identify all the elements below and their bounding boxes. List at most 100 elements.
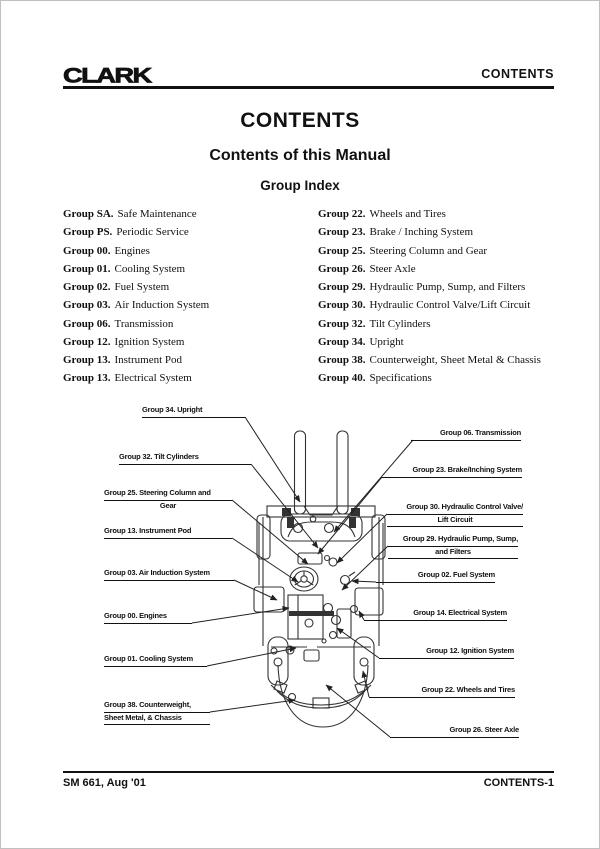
group-title: Wheels and Tires xyxy=(369,208,446,220)
group-title: Safe Maintenance xyxy=(117,208,197,220)
group-number: Group 00. xyxy=(63,244,111,257)
group-title: Instrument Pod xyxy=(114,354,183,366)
diagram-label-air-induction: Group 03. Air Induction System xyxy=(104,568,234,581)
group-number: Group 12. xyxy=(63,335,111,348)
diagram-label-wheels-tires: Group 22. Wheels and Tires xyxy=(369,685,515,698)
diagram-label-brake-inching: Group 23. Brake/Inching System xyxy=(382,465,522,478)
diagram-label-steering-column: Group 25. Steering Column and Gear xyxy=(104,488,232,511)
group-number: Group 23. xyxy=(318,226,366,239)
group-title: Transmission xyxy=(114,317,174,330)
diagram-label-steer-axle: Group 26. Steer Axle xyxy=(390,725,519,738)
page-subtitle: Contents of this Manual xyxy=(209,147,391,164)
group-index-entry: Group 26.Steer Axle xyxy=(318,260,568,278)
label-line1: Group 13. Instrument Pod xyxy=(104,526,232,539)
group-title: Air Induction System xyxy=(114,299,210,312)
group-number: Group PS. xyxy=(63,226,113,239)
group-index-entry: Group 34.Upright xyxy=(318,333,568,351)
label-line1: Group 32. Tilt Cylinders xyxy=(119,452,251,465)
label-line1: Group 02. Fuel System xyxy=(376,570,495,583)
label-line1: Group 03. Air Induction System xyxy=(104,568,234,581)
label-line1: Group 38. Counterweight, xyxy=(104,700,210,713)
diagram-label-electrical-system: Group 14. Electrical System xyxy=(364,608,507,621)
diagram-label-fuel-system: Group 02. Fuel System xyxy=(376,570,495,583)
group-index-entry: Group PS.Periodic Service xyxy=(63,223,313,241)
group-number: Group 01. xyxy=(63,262,111,275)
group-number: Group 26. xyxy=(318,262,366,275)
group-number: Group 32. xyxy=(318,317,366,330)
group-title: Steer Axle xyxy=(369,262,416,275)
label-line1: Group 29. Hydraulic Pump, Sump, xyxy=(388,534,518,547)
diagram-label-transmission: Group 06. Transmission xyxy=(411,428,521,441)
label-line1: Group 34. Upright xyxy=(142,405,245,418)
group-title: Counterweight, Sheet Metal & Chassis xyxy=(369,354,541,366)
label-line1: Group 12. Ignition System xyxy=(379,646,514,659)
group-index-entry: Group 40.Specifications xyxy=(318,369,568,387)
group-title: Hydraulic Pump, Sump, and Filters xyxy=(369,281,526,293)
group-number: Group 13. xyxy=(63,354,111,366)
group-title: Electrical System xyxy=(114,372,192,385)
diagram-label-counterweight: Group 38. Counterweight, Sheet Metal, & … xyxy=(104,700,210,725)
group-number: Group 13. xyxy=(63,372,111,385)
group-number: Group 22. xyxy=(318,208,366,220)
group-number: Group 30. xyxy=(318,299,366,312)
label-line1: Group 00. Engines xyxy=(104,611,192,624)
page-title: CONTENTS xyxy=(240,109,360,132)
group-title: Fuel System xyxy=(114,281,170,293)
group-title: Brake / Inching System xyxy=(369,226,474,239)
group-number: Group 06. xyxy=(63,317,111,330)
group-index-entry: Group 06.Transmission xyxy=(63,315,313,333)
footer-manual-id: SM 661, Aug '01 xyxy=(63,777,146,789)
group-index-entry: Group 01.Cooling System xyxy=(63,260,313,278)
group-title: Upright xyxy=(369,335,404,348)
group-index-left-column: Group SA.Safe Maintenance Group PS.Perio… xyxy=(63,205,313,388)
clark-logo: CLARK xyxy=(63,62,153,88)
group-number: Group 29. xyxy=(318,281,366,293)
label-line1: Group 01. Cooling System xyxy=(104,654,207,667)
label-line1: Group 14. Electrical System xyxy=(364,608,507,621)
group-index-entry: Group 13.Electrical System xyxy=(63,369,313,387)
diagram-label-ignition-system: Group 12. Ignition System xyxy=(379,646,514,659)
label-line1: Group 22. Wheels and Tires xyxy=(369,685,515,698)
label-line1: Group 26. Steer Axle xyxy=(390,725,519,738)
diagram-label-hydraulic-pump: Group 29. Hydraulic Pump, Sump, and Filt… xyxy=(388,534,518,559)
group-title: Periodic Service xyxy=(116,226,189,239)
group-index-entry: Group 25.Steering Column and Gear xyxy=(318,242,568,260)
forklift-drawing xyxy=(253,430,386,728)
diagram-label-hydraulic-control-valve: Group 30. Hydraulic Control Valve/ Lift … xyxy=(387,502,523,527)
group-number: Group 40. xyxy=(318,372,366,385)
label-line1: Group 06. Transmission xyxy=(411,428,521,441)
diagram-label-engines: Group 00. Engines xyxy=(104,611,192,624)
group-number: Group 02. xyxy=(63,281,111,293)
group-number: Group 03. xyxy=(63,299,111,312)
footer-page-number: CONTENTS-1 xyxy=(483,777,554,789)
label-line1: Group 23. Brake/Inching System xyxy=(382,465,522,478)
group-index-entry: Group 29.Hydraulic Pump, Sump, and Filte… xyxy=(318,278,568,296)
diagram-label-cooling-system: Group 01. Cooling System xyxy=(104,654,207,667)
group-index-entry: Group 13.Instrument Pod xyxy=(63,351,313,369)
label-line2: Sheet Metal, & Chassis xyxy=(104,713,210,725)
group-index-entry: Group 23.Brake / Inching System xyxy=(318,223,568,241)
header-rule xyxy=(63,86,554,89)
group-number: Group 25. xyxy=(318,244,366,257)
label-line2: Lift Circuit xyxy=(387,515,523,527)
group-index-entry: Group 03.Air Induction System xyxy=(63,296,313,314)
group-number: Group SA. xyxy=(63,208,114,220)
footer-rule xyxy=(63,771,554,774)
group-title: Cooling System xyxy=(114,262,186,275)
header-section-label: CONTENTS xyxy=(481,67,554,81)
group-index-right-column: Group 22.Wheels and Tires Group 23.Brake… xyxy=(318,205,568,388)
group-index-entry: Group 00.Engines xyxy=(63,242,313,260)
group-index-entry: Group 02.Fuel System xyxy=(63,278,313,296)
group-title: Tilt Cylinders xyxy=(369,317,431,330)
group-title: Steering Column and Gear xyxy=(369,244,488,257)
group-title: Specifications xyxy=(369,372,432,385)
group-index-entry: Group 30.Hydraulic Control Valve/Lift Ci… xyxy=(318,296,568,314)
group-index-heading: Group Index xyxy=(260,178,340,193)
group-title: Hydraulic Control Valve/Lift Circuit xyxy=(369,299,531,312)
label-line1: Group 25. Steering Column and xyxy=(104,488,232,501)
group-number: Group 38. xyxy=(318,354,366,366)
diagram-label-upright: Group 34. Upright xyxy=(142,405,245,418)
group-title: Engines xyxy=(114,244,150,257)
diagram-label-instrument-pod: Group 13. Instrument Pod xyxy=(104,526,232,539)
